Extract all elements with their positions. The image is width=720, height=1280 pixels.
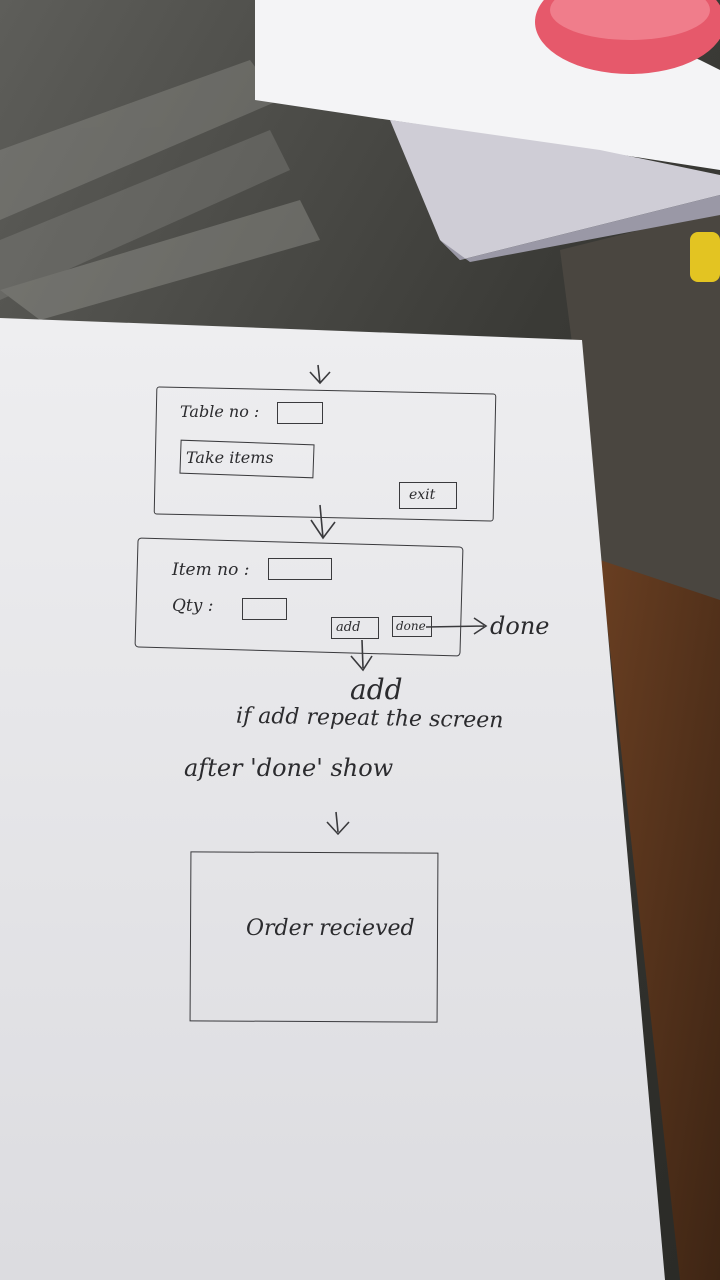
done-button-label: done: [396, 619, 426, 633]
table-no-field[interactable]: [277, 402, 323, 424]
table-no-label: Table no :: [180, 402, 260, 421]
done-arrow-label: done: [490, 612, 550, 640]
add-button-label: add: [336, 620, 361, 635]
qty-field[interactable]: [242, 598, 287, 620]
add-note: add: [350, 673, 403, 706]
exit-button[interactable]: [399, 482, 457, 509]
done-button[interactable]: [392, 616, 432, 637]
item-no-label: Item no :: [172, 560, 250, 580]
item-no-field[interactable]: [268, 558, 332, 580]
take-items-label: Take items: [186, 448, 274, 467]
repeat-note: if add repeat the screen: [235, 703, 504, 734]
order-received-message: Order recieved: [246, 916, 415, 941]
exit-label: exit: [409, 487, 436, 503]
after-done-note: after 'done' show: [184, 754, 394, 782]
add-button[interactable]: [331, 617, 379, 639]
qty-label: Qty :: [172, 596, 214, 616]
